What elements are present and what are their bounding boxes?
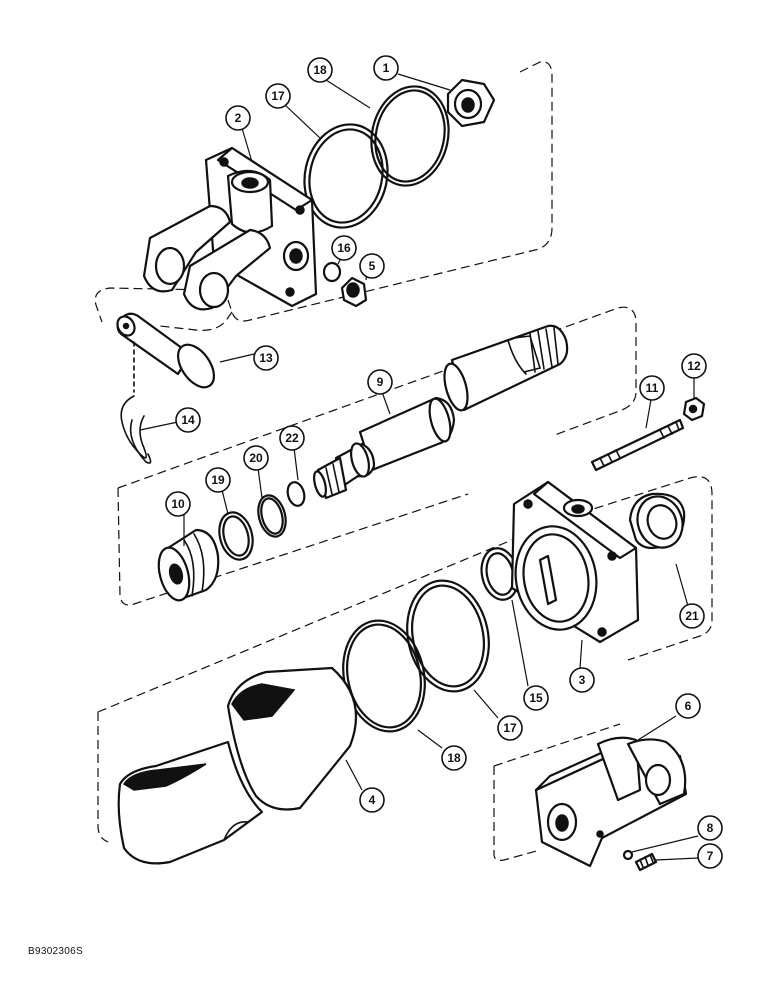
callout-18b: 18 xyxy=(441,745,467,771)
piston-seal-part-19 xyxy=(218,511,254,561)
callout-2: 2 xyxy=(225,105,251,131)
group-outline-top xyxy=(94,61,553,331)
o-ring-part-18-upper xyxy=(370,85,450,187)
plug-part-5 xyxy=(340,276,368,308)
svg-text:9: 9 xyxy=(377,375,384,389)
callout-17b: 17 xyxy=(497,715,523,741)
svg-text:1: 1 xyxy=(383,61,390,75)
callout-13: 13 xyxy=(253,345,279,371)
backup-ring-part-17-upper xyxy=(303,123,389,229)
callout-18a: 18 xyxy=(307,57,333,83)
svg-text:10: 10 xyxy=(171,497,185,511)
piston-rod-part-9 xyxy=(313,324,569,500)
svg-text:18: 18 xyxy=(313,63,327,77)
svg-text:12: 12 xyxy=(687,359,701,373)
svg-text:14: 14 xyxy=(181,413,195,427)
svg-text:18: 18 xyxy=(447,751,461,765)
svg-text:4: 4 xyxy=(369,793,376,807)
callout-6: 6 xyxy=(675,693,701,719)
callout-20: 20 xyxy=(243,445,269,471)
retaining-clip-part-14 xyxy=(120,341,152,464)
figure-code: B9302306S xyxy=(28,946,83,957)
svg-text:21: 21 xyxy=(685,609,699,623)
svg-text:7: 7 xyxy=(707,849,714,863)
group-outline-lower xyxy=(97,476,713,843)
ball-part-8 xyxy=(622,849,634,861)
svg-text:20: 20 xyxy=(249,451,263,465)
svg-text:19: 19 xyxy=(211,473,225,487)
callout-16: 16 xyxy=(331,235,357,261)
svg-text:3: 3 xyxy=(579,673,586,687)
hex-nut-part-1 xyxy=(446,78,496,128)
backup-ring-part-20 xyxy=(257,494,287,538)
svg-text:2: 2 xyxy=(235,111,242,125)
svg-text:6: 6 xyxy=(685,699,692,713)
clevis-pin-part-13 xyxy=(116,312,216,389)
callout-14: 14 xyxy=(175,407,201,433)
callout-5: 5 xyxy=(359,253,385,279)
group-outline-middle xyxy=(117,306,637,606)
callout-19: 19 xyxy=(205,467,231,493)
svg-text:13: 13 xyxy=(259,351,273,365)
svg-text:5: 5 xyxy=(369,259,376,273)
backup-ring-part-17-lower xyxy=(406,579,490,693)
callout-10: 10 xyxy=(165,491,191,517)
callout-1: 1 xyxy=(373,55,399,81)
svg-text:15: 15 xyxy=(529,691,543,705)
clevis-part-6 xyxy=(534,736,688,868)
callout-4: 4 xyxy=(359,787,385,813)
callout-11: 11 xyxy=(639,375,665,401)
svg-text:17: 17 xyxy=(503,721,517,735)
o-ring-part-16 xyxy=(322,261,342,283)
nut-part-12 xyxy=(682,396,706,422)
callout-17a: 17 xyxy=(265,83,291,109)
tie-rod-stud-part-11 xyxy=(590,418,685,472)
callout-7: 7 xyxy=(697,843,723,869)
svg-text:17: 17 xyxy=(271,89,285,103)
svg-text:8: 8 xyxy=(707,821,714,835)
callout-12: 12 xyxy=(681,353,707,379)
callout-22: 22 xyxy=(279,425,305,451)
cylinder-tube-part-4 xyxy=(117,666,358,865)
cylinder-head-part-2 xyxy=(142,146,318,311)
svg-text:22: 22 xyxy=(285,431,299,445)
callout-8: 8 xyxy=(697,815,723,841)
callout-21: 21 xyxy=(679,603,705,629)
callout-9: 9 xyxy=(367,369,393,395)
cylinder-gland-part-3 xyxy=(510,480,640,644)
wiper-seal-part-21 xyxy=(628,492,686,550)
callout-3: 3 xyxy=(569,667,595,693)
set-screw-part-7 xyxy=(634,852,658,872)
o-ring-part-22 xyxy=(286,481,306,507)
piston-part-10 xyxy=(157,528,220,602)
callout-15: 15 xyxy=(523,685,549,711)
group-outline-clevis xyxy=(493,723,621,861)
svg-text:11: 11 xyxy=(646,381,659,395)
svg-text:16: 16 xyxy=(337,241,351,255)
